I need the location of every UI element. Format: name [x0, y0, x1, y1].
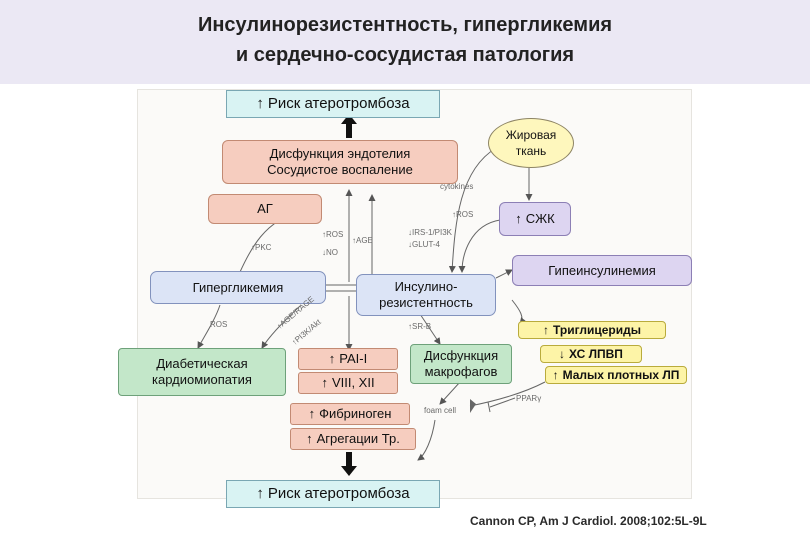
small-ldl-node: ↑ Малых плотных ЛП	[545, 366, 687, 384]
arrow-up-icon: ↑	[256, 485, 264, 502]
hdl-label: ХС ЛПВП	[569, 347, 623, 361]
ros-right-label: ↑ROS	[452, 210, 474, 219]
arrow-up-icon: ↑	[543, 323, 550, 337]
risk-atherothrombosis-bottom: ↑ Риск атеротромбоза	[226, 480, 440, 508]
arrow-down-icon: ↓	[559, 347, 566, 361]
citation: Cannon CP, Am J Cardiol. 2008;102:5L-9L	[470, 514, 707, 528]
szhk-label: СЖК	[525, 211, 555, 226]
endothelium-line-2: Сосудистое воспаление	[267, 162, 413, 177]
arrow-up-icon: ↑	[256, 95, 264, 112]
page-title: Инсулинорезистентность, гипергликемия и …	[0, 10, 810, 70]
risk-bottom-label: Риск атеротромбоза	[267, 485, 410, 502]
platelet-aggregation-node: ↑ Агрегации Тр.	[290, 428, 416, 450]
ffa-node: ↑ СЖК	[499, 202, 571, 236]
age-label: ↑AGE	[352, 236, 373, 245]
risk-atherothrombosis-top: ↑ Риск атеротромбоза	[226, 90, 440, 118]
foam-cell-label: foam cell	[424, 406, 457, 415]
aggregation-label: Агрегации Тр.	[316, 431, 400, 446]
ppar-label: PPARγ	[516, 394, 542, 403]
diabetic-cardiomyopathy-node: Диабетическая кардиомиопатия	[118, 348, 286, 396]
arrow-up-icon: ↑	[552, 368, 559, 382]
fat-tissue-node: Жировая ткань	[488, 118, 574, 168]
glut-label: ↓GLUT-4	[408, 240, 441, 249]
endothelial-dysfunction-node: Дисфункция эндотелия Сосудистое воспален…	[222, 140, 458, 184]
title-bar	[0, 0, 810, 84]
ros-age-label: ↑ROS	[322, 230, 344, 239]
arrow-up-icon: ↑	[328, 351, 336, 366]
ag-label: АГ	[257, 201, 273, 216]
cytokines-label: cytokines	[440, 182, 474, 191]
hyperinsulinemia-node: Гипеинсулинемия	[512, 255, 692, 286]
fat-line-2: ткань	[515, 144, 547, 158]
endothelium-line-1: Дисфункция эндотелия	[269, 146, 411, 161]
pai-node: ↑ PAI-I	[298, 348, 398, 370]
macrophage-dysfunction-node: Дисфункция макрофагов	[410, 344, 512, 384]
triglycerides-label: Триглицериды	[553, 323, 641, 337]
arrow-up-icon: ↑	[306, 431, 313, 446]
sr-b-label: ↑SR-B	[408, 322, 432, 331]
irs-label: ↓IRS-1/PI3K	[408, 228, 453, 237]
title-line-2: и сердечно-сосудистая патология	[235, 44, 575, 66]
hyperglycemia-label: Гипергликемия	[192, 279, 284, 295]
hypertension-node: АГ	[208, 194, 322, 224]
small-ldl-label: Малых плотных ЛП	[562, 368, 680, 382]
arrow-up-icon: ↑	[515, 211, 522, 226]
fibrinogen-node: ↑ Фибриноген	[290, 403, 410, 425]
macrophage-line-1: Дисфункция	[423, 348, 499, 363]
arrow-up-icon: ↑	[321, 375, 328, 390]
risk-top-label: Риск атеротромбоза	[267, 95, 410, 112]
pai-label: PAI-I	[339, 351, 368, 366]
fibrinogen-label: Фибриноген	[319, 406, 392, 421]
pkc-label: ↑PKC	[251, 243, 272, 252]
cardiomyopathy-line-1: Диабетическая	[156, 356, 248, 371]
hdl-node: ↓ ХС ЛПВП	[540, 345, 642, 363]
ros-left-label: ROS	[210, 320, 228, 329]
title-line-1: Инсулинорезистентность, гипергликемия	[197, 14, 613, 36]
insulin-resistance-node: Инсулино- резистентность	[356, 274, 496, 316]
cardiomyopathy-line-2: кардиомиопатия	[152, 372, 252, 387]
no-label: ↓NO	[322, 248, 338, 257]
fat-line-1: Жировая	[505, 128, 557, 142]
ir-line-2: резистентность	[379, 295, 473, 310]
viii-xii-label: VIII, XII	[331, 375, 375, 390]
triglycerides-node: ↑ Триглицериды	[518, 321, 666, 339]
ir-line-1: Инсулино-	[394, 279, 458, 294]
factors-viii-xii-node: ↑ VIII, XII	[298, 372, 398, 394]
macrophage-line-2: макрофагов	[424, 364, 498, 379]
hyperinsulinemia-label: Гипеинсулинемия	[548, 262, 656, 278]
hyperglycemia-node: Гипергликемия	[150, 271, 326, 304]
arrow-up-icon: ↑	[308, 406, 316, 421]
